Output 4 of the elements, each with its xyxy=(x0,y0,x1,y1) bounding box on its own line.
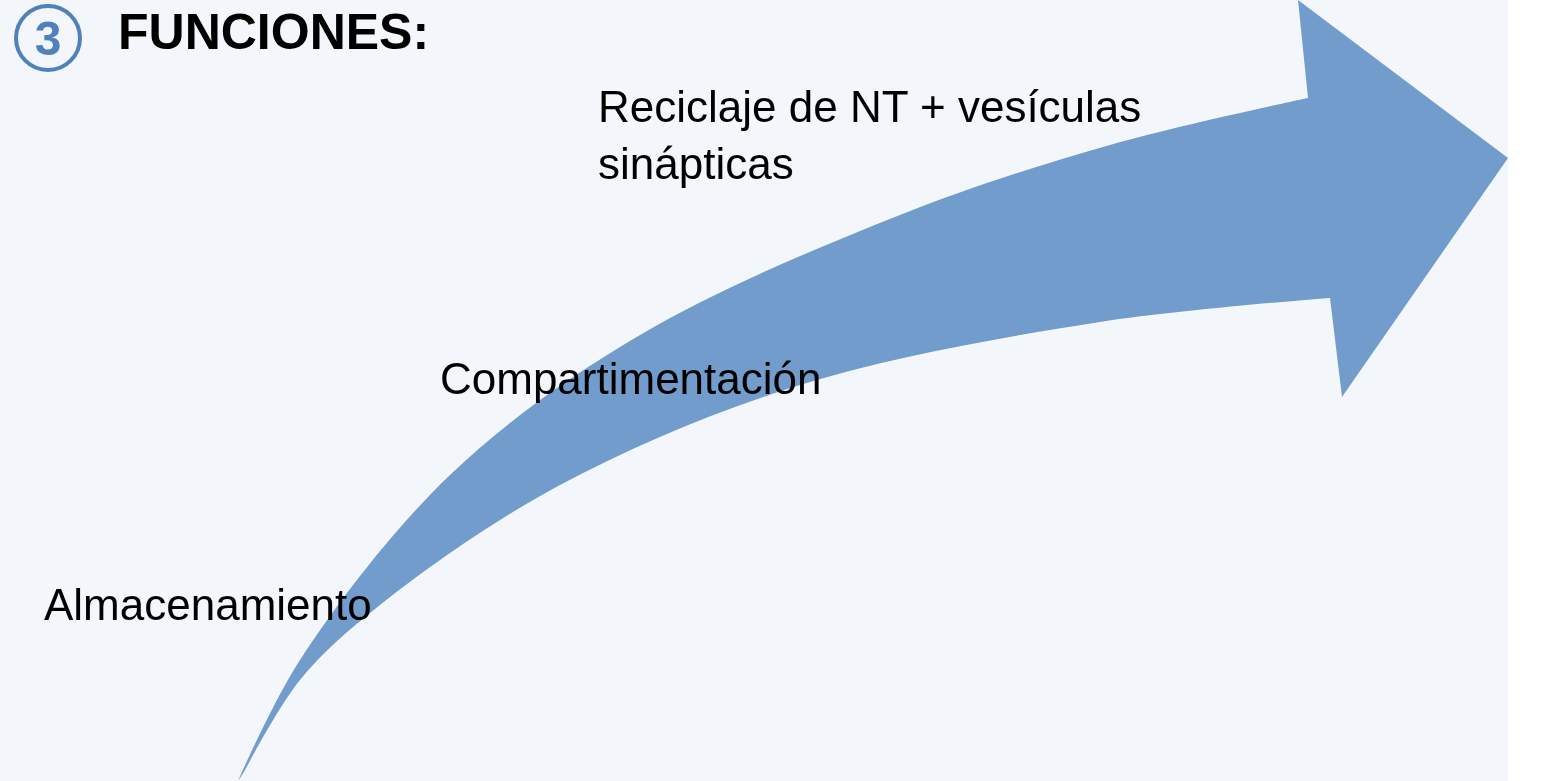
function-label: Reciclaje de NT + vesículas sinápticas xyxy=(598,81,1143,191)
step-number: 3 xyxy=(14,4,82,72)
function-label: Almacenamiento xyxy=(44,579,372,631)
title: FUNCIONES: xyxy=(118,3,430,62)
